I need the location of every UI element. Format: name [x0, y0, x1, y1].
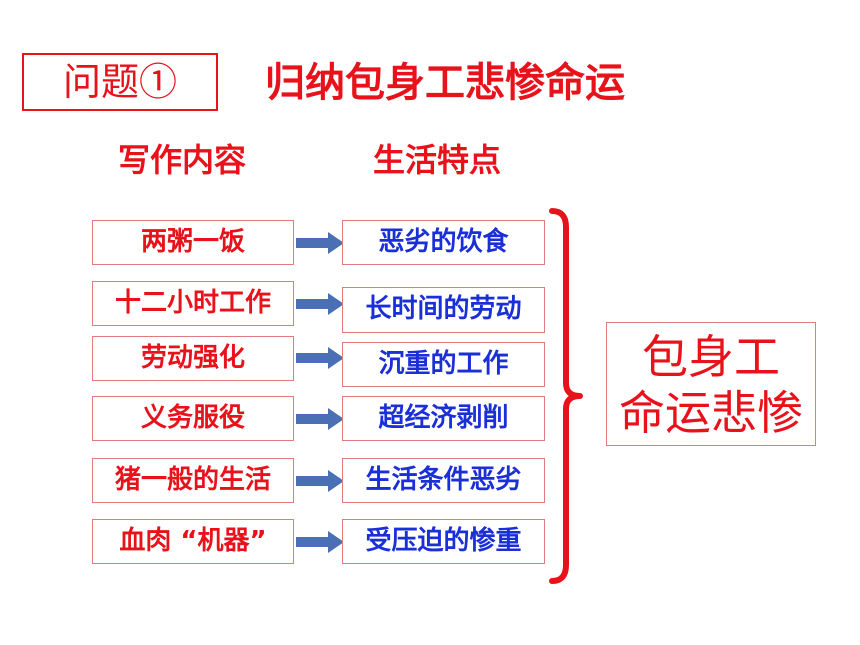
left-column-heading: 写作内容	[118, 141, 247, 179]
conclusion-line-1: 包身工	[642, 330, 780, 384]
feature-box-5: 生活条件恶劣	[342, 458, 545, 503]
conclusion-box: 包身工 命运悲惨	[606, 322, 816, 446]
content-box-2: 十二小时工作	[92, 281, 294, 326]
arrow-icon	[296, 531, 344, 553]
feature-box-4: 超经济剥削	[342, 396, 545, 441]
right-column-heading: 生活特点	[373, 141, 502, 179]
feature-box-1: 恶劣的饮食	[342, 220, 545, 265]
arrow-icon	[296, 470, 344, 492]
content-box-6: 血肉 “机器”	[92, 519, 294, 564]
arrow-icon	[296, 232, 344, 254]
arrow-icon	[296, 347, 344, 369]
content-box-3: 劳动强化	[92, 336, 294, 381]
content-box-1: 两粥一饭	[92, 220, 294, 265]
question-label: 问题①	[62, 60, 177, 104]
feature-box-2: 长时间的劳动	[342, 287, 545, 333]
arrow-icon	[296, 408, 344, 430]
feature-box-6: 受压迫的惨重	[342, 519, 545, 564]
feature-box-3: 沉重的工作	[342, 342, 545, 387]
content-box-5: 猪一般的生活	[92, 458, 294, 503]
content-box-4: 义务服役	[92, 396, 294, 441]
right-brace-icon	[549, 208, 583, 584]
page-title: 归纳包身工悲惨命运	[265, 60, 625, 106]
conclusion-line-2: 命运悲惨	[619, 386, 803, 440]
question-label-box: 问题①	[22, 53, 218, 111]
arrow-icon	[296, 293, 344, 315]
